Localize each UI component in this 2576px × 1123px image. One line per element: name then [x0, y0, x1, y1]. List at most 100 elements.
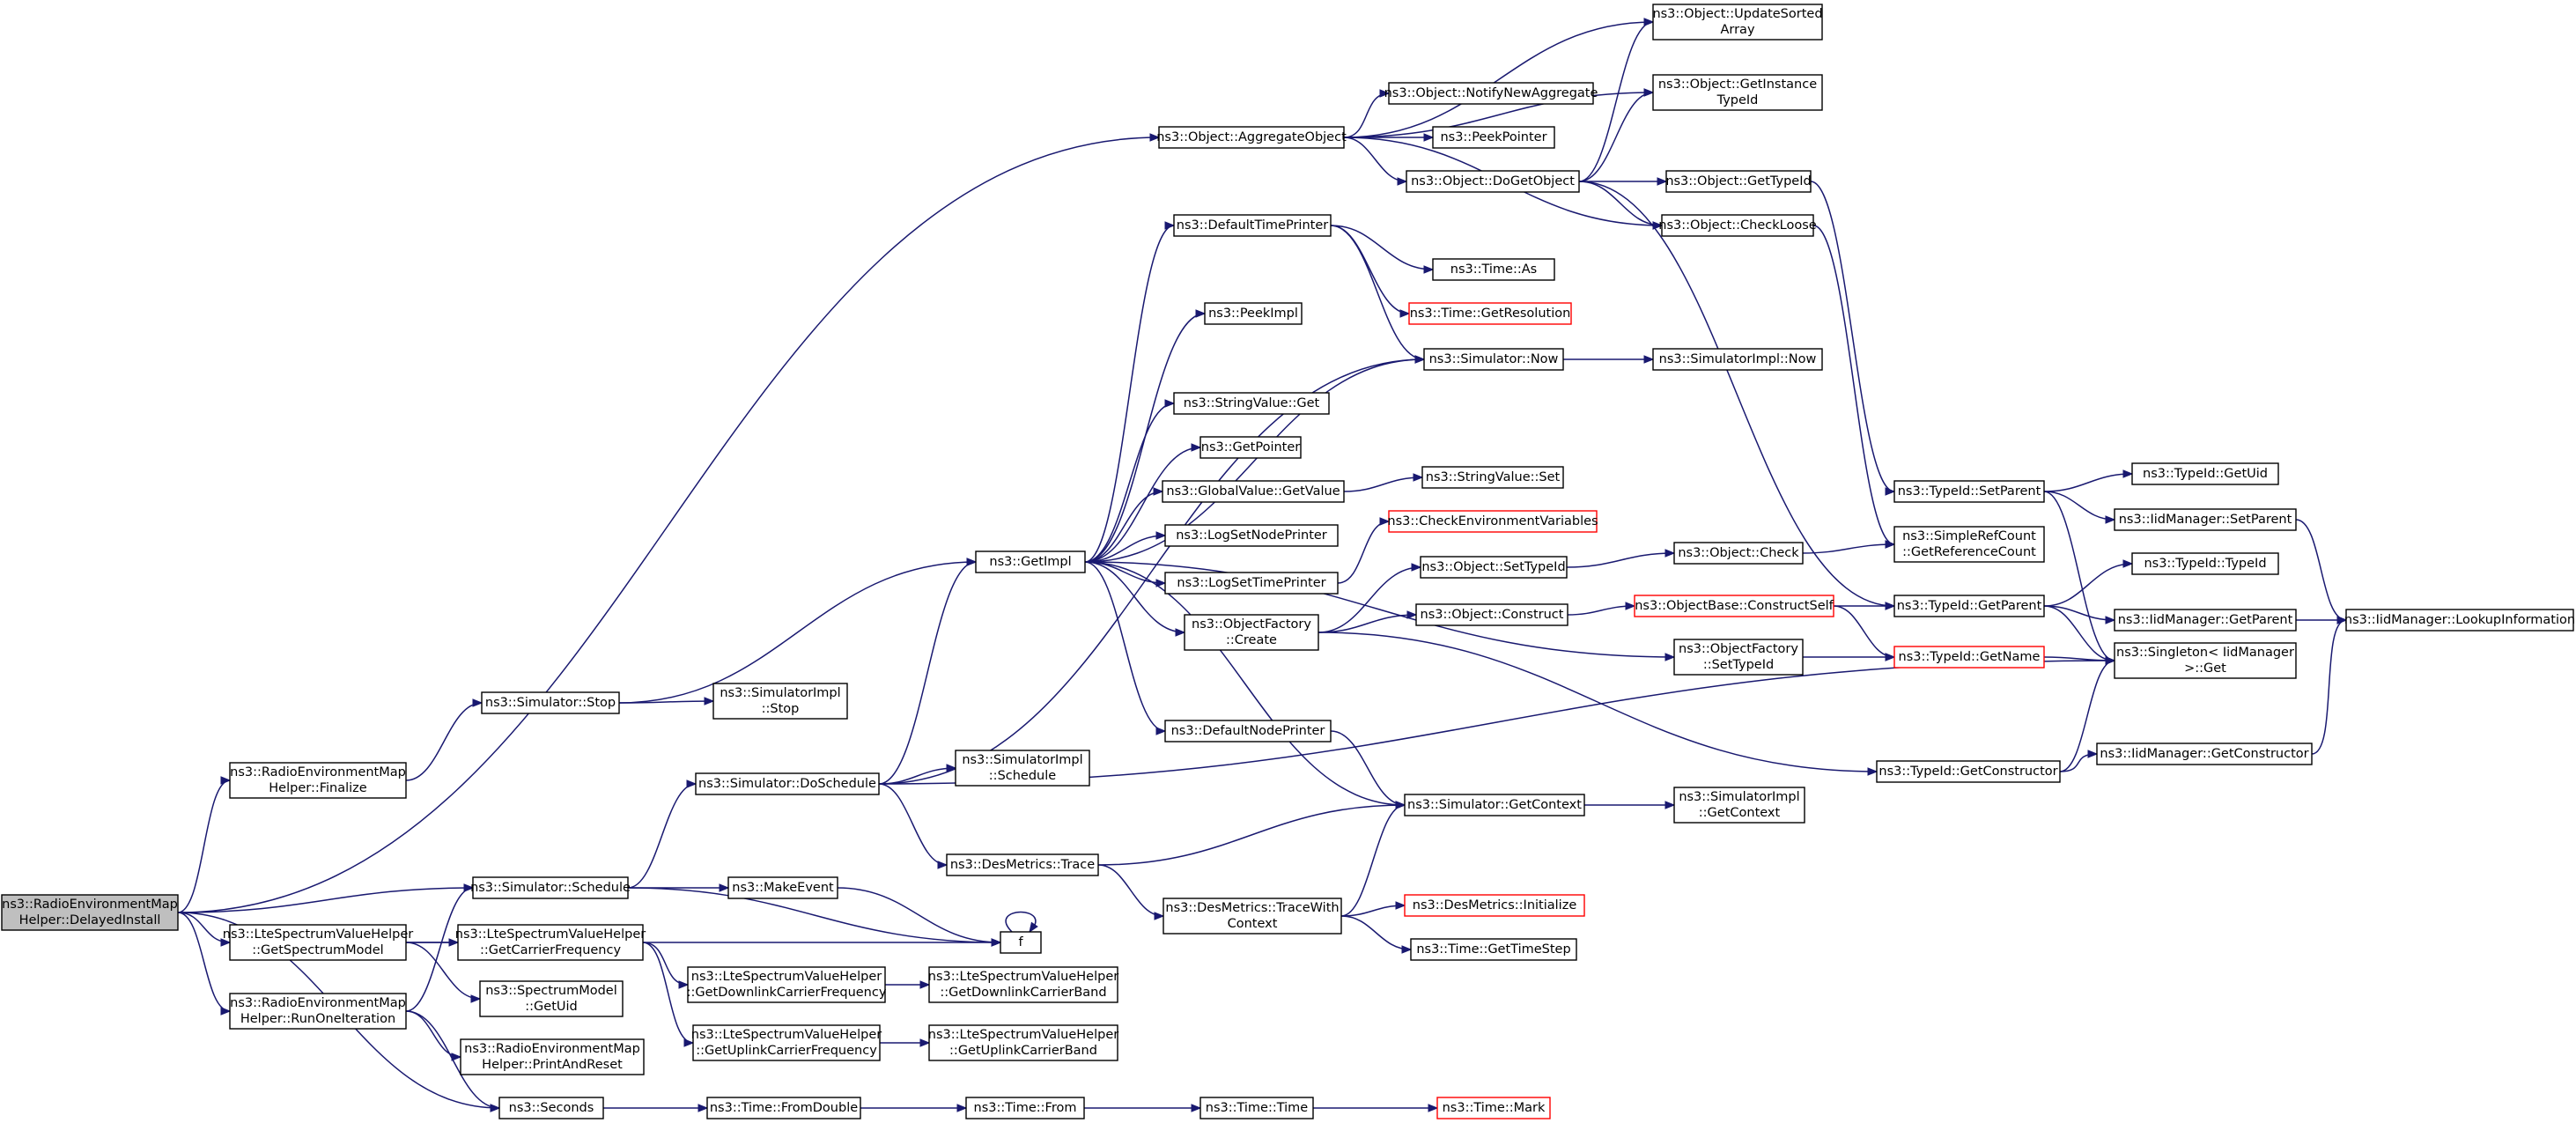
- node-box: [928, 1024, 1118, 1061]
- node-f[interactable]: f: [1000, 931, 1042, 954]
- node-ns3-time-mark[interactable]: ns3::Time::Mark: [1436, 1097, 1551, 1119]
- node-label: ns3::SimulatorImpl: [720, 686, 840, 700]
- edge-n39-n40: [618, 700, 714, 704]
- node-ns3-iidmanager-getconstructor[interactable]: ns3::IidManager::GetConstructor: [2096, 743, 2313, 765]
- node-ns3-spectrummodel-getuid[interactable]: ns3::SpectrumModel::GetUid: [479, 980, 624, 1017]
- node-ns3-object-gettypeid[interactable]: ns3::Object::GetTypeId: [1665, 170, 1812, 193]
- edge-arrowhead: [1413, 473, 1424, 482]
- edge-n41-n47: [1330, 730, 1406, 806]
- edge-arrowhead: [2122, 469, 2134, 478]
- node-ns3-object-checkloose[interactable]: ns3::Object::CheckLoose: [1658, 214, 1817, 237]
- node-box: [1652, 4, 1823, 41]
- node-label: ns3::Object::CheckLoose: [1658, 218, 1816, 233]
- node-label: ::GetCarrierFrequency: [480, 943, 622, 957]
- node-ns3-peekpointer[interactable]: ns3::PeekPointer: [1432, 126, 1555, 149]
- node-ns3-object-check[interactable]: ns3::Object::Check: [1673, 542, 1804, 565]
- node-ns3-peekimpl[interactable]: ns3::PeekImpl: [1204, 302, 1303, 325]
- node-ns3-ltespectrumvaluehelper-getdownlinkcarrierfrequency[interactable]: ns3::LteSpectrumValueHelper::GetDownlink…: [687, 966, 887, 1003]
- edge-n25-n22: [1084, 535, 1166, 563]
- node-ns3-makeevent[interactable]: ns3::MakeEvent: [727, 876, 838, 899]
- node-ns3-typeid-getname[interactable]: ns3::TypeId::GetName: [1893, 646, 2045, 669]
- node-label: ns3::GetImpl: [989, 555, 1071, 569]
- node-ns3-singleton-iidmanager-get[interactable]: ns3::Singleton< IidManager >::Get: [2114, 642, 2297, 679]
- node-ns3-defaultnodeprinter[interactable]: ns3::DefaultNodePrinter: [1164, 720, 1332, 743]
- edge-arrowhead: [2122, 559, 2134, 568]
- node-ns3-object-notifynewaggregate[interactable]: ns3::Object::NotifyNewAggregate: [1384, 82, 1598, 105]
- node-ns3-radioenvironmentmaphelper-runoneiteration[interactable]: ns3::RadioEnvironmentMapHelper::RunOneIt…: [229, 993, 407, 1030]
- node-ns3-time-time[interactable]: ns3::Time::Time: [1199, 1097, 1314, 1119]
- node-ns3-simulator-now[interactable]: ns3::Simulator::Now: [1423, 348, 1564, 371]
- edge-n29-n23: [1337, 521, 1390, 584]
- node-ns3-radioenvironmentmaphelper-printandreset[interactable]: ns3::RadioEnvironmentMapHelper::PrintAnd…: [460, 1038, 645, 1075]
- node-ns3-typeid-typeid[interactable]: ns3::TypeId::TypeId: [2131, 552, 2279, 575]
- node-ns3-object-construct[interactable]: ns3::Object::Construct: [1415, 603, 1568, 626]
- node-label: ns3::Object::DoGetObject: [1411, 174, 1575, 188]
- node-ns3-logsetnodeprinter[interactable]: ns3::LogSetNodePrinter: [1164, 524, 1339, 547]
- node-ns3-objectfactory-settypeid[interactable]: ns3::ObjectFactory::SetTypeId: [1673, 639, 1804, 676]
- node-ns3-defaulttimeprinter[interactable]: ns3::DefaultTimePrinter: [1173, 214, 1332, 237]
- node-ns3-object-dogetobject[interactable]: ns3::Object::DoGetObject: [1406, 170, 1580, 193]
- node-ns3-stringvalue-set[interactable]: ns3::StringValue::Set: [1421, 466, 1564, 489]
- node-ns3-getimpl[interactable]: ns3::GetImpl: [975, 550, 1086, 573]
- node-ns3-simulator-stop[interactable]: ns3::Simulator::Stop: [481, 691, 620, 714]
- edge-arrowhead: [470, 994, 482, 1003]
- node-ns3-simplerefcount-getreferencecount[interactable]: ns3::SimpleRefCount::GetReferenceCount: [1893, 526, 2045, 563]
- edge-arrowhead: [2105, 616, 2116, 624]
- node-ns3-simulator-getcontext[interactable]: ns3::Simulator::GetContext: [1404, 794, 1585, 816]
- node-label: ns3::GetPointer: [1201, 440, 1301, 454]
- edge-arrowhead: [220, 938, 232, 947]
- node-ns3-globalvalue-getvalue[interactable]: ns3::GlobalValue::GetValue: [1162, 480, 1345, 503]
- node-ns3-typeid-getparent[interactable]: ns3::TypeId::GetParent: [1893, 595, 2045, 617]
- node-ns3-ltespectrumvaluehelper-getdownlinkcarrierband[interactable]: ns3::LteSpectrumValueHelper::GetDownlink…: [928, 966, 1118, 1003]
- node-label: ns3::SimulatorImpl: [1679, 790, 1799, 804]
- node-ns3-seconds[interactable]: ns3::Seconds: [498, 1097, 604, 1119]
- node-box: [1436, 1097, 1551, 1119]
- node-ns3-time-from[interactable]: ns3::Time::From: [965, 1097, 1085, 1119]
- node-ns3-ltespectrumvaluehelper-getuplinkcarrierband[interactable]: ns3::LteSpectrumValueHelper::GetUplinkCa…: [928, 1024, 1118, 1061]
- node-ns3-radioenvironmentmaphelper-delayedinstall[interactable]: ns3::RadioEnvironmentMapHelper::DelayedI…: [1, 894, 179, 931]
- node-ns3-simulatorimpl-getcontext[interactable]: ns3::SimulatorImpl::GetContext: [1673, 787, 1805, 824]
- node-ns3-desmetrics-trace[interactable]: ns3::DesMetrics::Trace: [946, 853, 1099, 876]
- node-ns3-simulatorimpl-stop[interactable]: ns3::SimulatorImpl::Stop: [712, 683, 848, 720]
- node-ns3-getpointer[interactable]: ns3::GetPointer: [1199, 436, 1302, 459]
- node-ns3-iidmanager-getparent[interactable]: ns3::IidManager::GetParent: [2114, 609, 2297, 632]
- node-box: [706, 1097, 861, 1119]
- node-ns3-ltespectrumvaluehelper-getspectrummodel[interactable]: ns3::LteSpectrumValueHelper::GetSpectrum…: [223, 924, 413, 961]
- node-ns3-typeid-getconstructor[interactable]: ns3::TypeId::GetConstructor: [1876, 760, 2061, 783]
- node-ns3-stringvalue-get[interactable]: ns3::StringValue::Get: [1173, 392, 1330, 415]
- node-ns3-simulator-doschedule[interactable]: ns3::Simulator::DoSchedule: [695, 772, 880, 795]
- node-ns3-typeid-getuid[interactable]: ns3::TypeId::GetUid: [2131, 462, 2279, 485]
- node-ns3-iidmanager-setparent[interactable]: ns3::IidManager::SetParent: [2114, 508, 2297, 531]
- node-ns3-simulatorimpl-now[interactable]: ns3::SimulatorImpl::Now: [1652, 348, 1823, 371]
- node-ns3-simulatorimpl-schedule[interactable]: ns3::SimulatorImpl::Schedule: [955, 750, 1090, 787]
- node-label: ns3::Object::AggregateObject: [1156, 130, 1347, 144]
- node-ns3-objectbase-constructself[interactable]: ns3::ObjectBase::ConstructSelf: [1634, 595, 1834, 617]
- node-ns3-checkenvironmentvariables[interactable]: ns3::CheckEnvironmentVariables: [1387, 510, 1598, 533]
- node-ns3-time-gettimestep[interactable]: ns3::Time::GetTimeStep: [1410, 938, 1577, 961]
- edge-n27-n24: [1802, 543, 1895, 554]
- node-ns3-simulator-schedule[interactable]: ns3::Simulator::Schedule: [470, 876, 631, 899]
- node-ns3-typeid-setparent[interactable]: ns3::TypeId::SetParent: [1893, 480, 2045, 503]
- node-ns3-desmetrics-initialize[interactable]: ns3::DesMetrics::Initialize: [1404, 894, 1585, 917]
- node-label: ::SetTypeId: [1703, 658, 1774, 672]
- node-ns3-object-aggregateobject[interactable]: ns3::Object::AggregateObject: [1156, 126, 1347, 149]
- node-ns3-logsettimeprinter[interactable]: ns3::LogSetTimePrinter: [1164, 572, 1339, 595]
- node-box: [712, 683, 848, 720]
- node-ns3-time-as[interactable]: ns3::Time::As: [1432, 258, 1555, 281]
- node-ns3-iidmanager-lookupinformation[interactable]: ns3::IidManager::LookupInformation: [2344, 609, 2575, 632]
- edge-arrowhead: [678, 980, 690, 989]
- node-ns3-ltespectrumvaluehelper-getcarrierfrequency[interactable]: ns3::LteSpectrumValueHelper::GetCarrierF…: [455, 924, 646, 961]
- node-ns3-time-getresolution[interactable]: ns3::Time::GetResolution: [1408, 302, 1572, 325]
- node-ns3-ltespectrumvaluehelper-getuplinkcarrierfrequency[interactable]: ns3::LteSpectrumValueHelper::GetUplinkCa…: [691, 1024, 882, 1061]
- node-label: TypeId: [1716, 93, 1759, 107]
- edge-arrowhead: [1155, 531, 1167, 540]
- edge-n50-n45: [627, 783, 697, 889]
- node-ns3-object-settypeid[interactable]: ns3::Object::SetTypeId: [1420, 556, 1568, 579]
- node-ns3-time-fromdouble[interactable]: ns3::Time::FromDouble: [706, 1097, 861, 1119]
- node-ns3-objectfactory-create[interactable]: ns3::ObjectFactory::Create: [1184, 614, 1319, 651]
